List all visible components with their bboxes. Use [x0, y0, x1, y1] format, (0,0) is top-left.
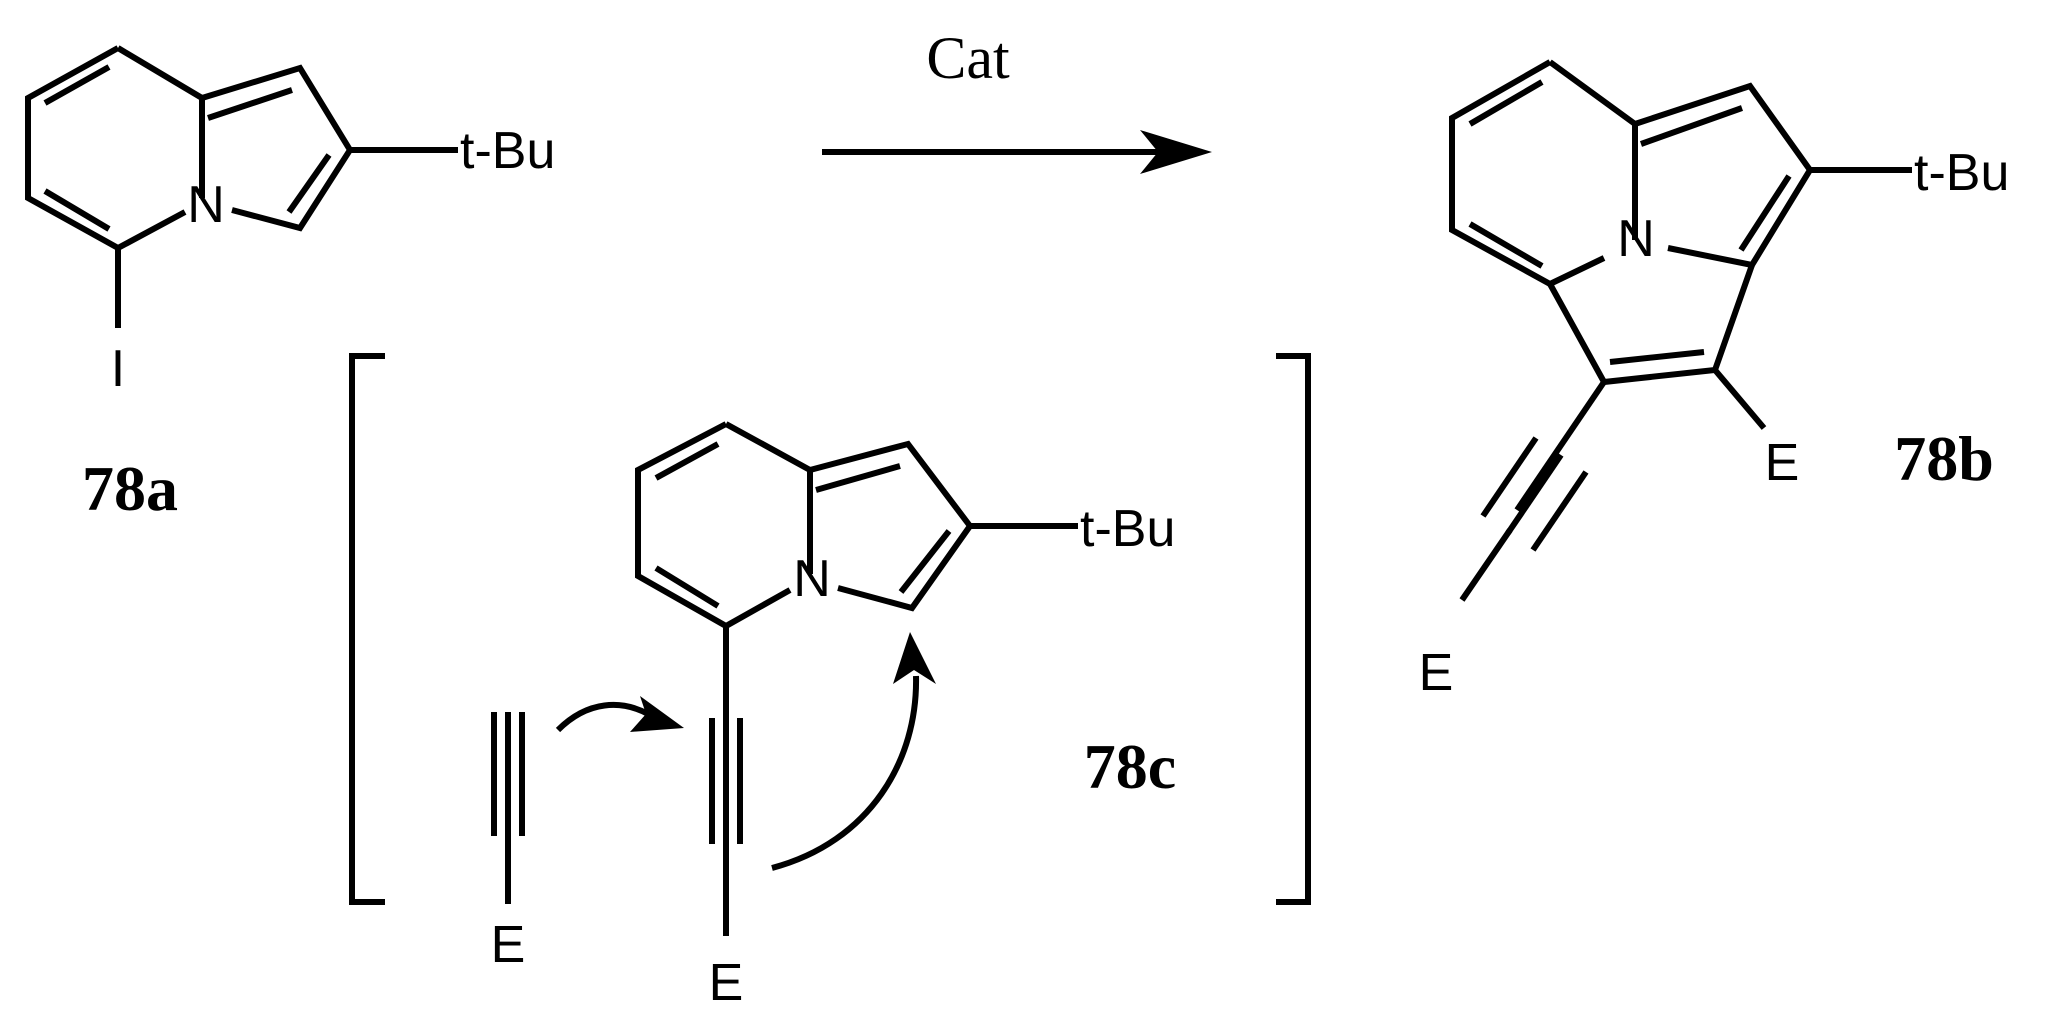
compound-label-78b: 78b [1894, 423, 1994, 494]
78c-nitrogen-label: N [793, 550, 831, 608]
78c-free-alkyne-E-label: E [491, 916, 526, 974]
78c-tbu-label: t-Bu [1080, 500, 1175, 558]
78b-ring6-bonds [1449, 59, 1638, 288]
78c-ring6-bonds [635, 421, 813, 630]
78b-double-bond-c [1639, 105, 1744, 147]
78b-alkyne-E-label: E [1419, 644, 1454, 702]
78c-attached-alkyne-E-label: E [709, 954, 744, 1012]
78b-nitrogen-label: N [1617, 210, 1655, 268]
curved-arrow-2-shaft [771, 675, 920, 871]
78a-double-bond-d [286, 153, 332, 214]
compound-78c-structure: N t-Bu E E [491, 421, 1175, 1012]
curved-arrow-alkyne-to-alkyne [555, 696, 684, 733]
78b-alkyne-bond-2 [1530, 470, 1589, 552]
compound-label-78c: 78c [1084, 731, 1176, 802]
78c-double-bond-c [815, 463, 901, 493]
78b-alkyne-bond-3 [1505, 453, 1564, 535]
78b-alkyne-bond-1 [1514, 380, 1607, 512]
reaction-arrow-head [1140, 130, 1212, 174]
78b-double-bond-e [1609, 349, 1705, 365]
78b-tbu-label: t-Bu [1914, 144, 2009, 202]
78c-double-bond-a [654, 441, 720, 481]
catalyst-label: Cat [926, 25, 1010, 91]
curved-arrow-alkyne-to-ring [771, 632, 936, 871]
right-bracket [1276, 353, 1311, 905]
78b-ring-E-label: E [1765, 434, 1800, 492]
78a-double-bond-a [43, 64, 111, 106]
78b-lower-ring5-bonds [1547, 264, 1755, 386]
78c-double-bond-d [898, 529, 952, 594]
intermediate-brackets [349, 353, 1311, 905]
curved-arrow-1-head [630, 696, 684, 732]
compound-78a-structure: N t-Bu I [25, 45, 555, 398]
78a-nitrogen-label: N [187, 176, 225, 234]
compound-label-78a: 78a [82, 453, 178, 524]
78b-alkyne-terminal-bond [1459, 528, 1513, 602]
78a-iodine-label: I [111, 340, 125, 398]
78b-double-bond-d [1738, 174, 1792, 252]
reaction-arrow [822, 130, 1212, 174]
curved-arrow-1-shaft [555, 702, 650, 733]
78b-E-bond [1712, 368, 1767, 430]
78a-ring6-bonds [25, 45, 205, 252]
78c-double-bond-b [654, 565, 720, 609]
78b-alkyne-bond-4 [1480, 436, 1539, 518]
78a-double-bond-c [207, 87, 293, 121]
78a-double-bond-b [43, 188, 111, 232]
left-bracket [349, 353, 385, 905]
curved-arrow-2-head [893, 632, 936, 684]
compound-78b-structure: N t-Bu E E [1419, 59, 2009, 702]
78a-tbu-label: t-Bu [460, 122, 555, 180]
78b-double-bond-a [1468, 79, 1544, 127]
78b-double-bond-b [1468, 221, 1544, 269]
